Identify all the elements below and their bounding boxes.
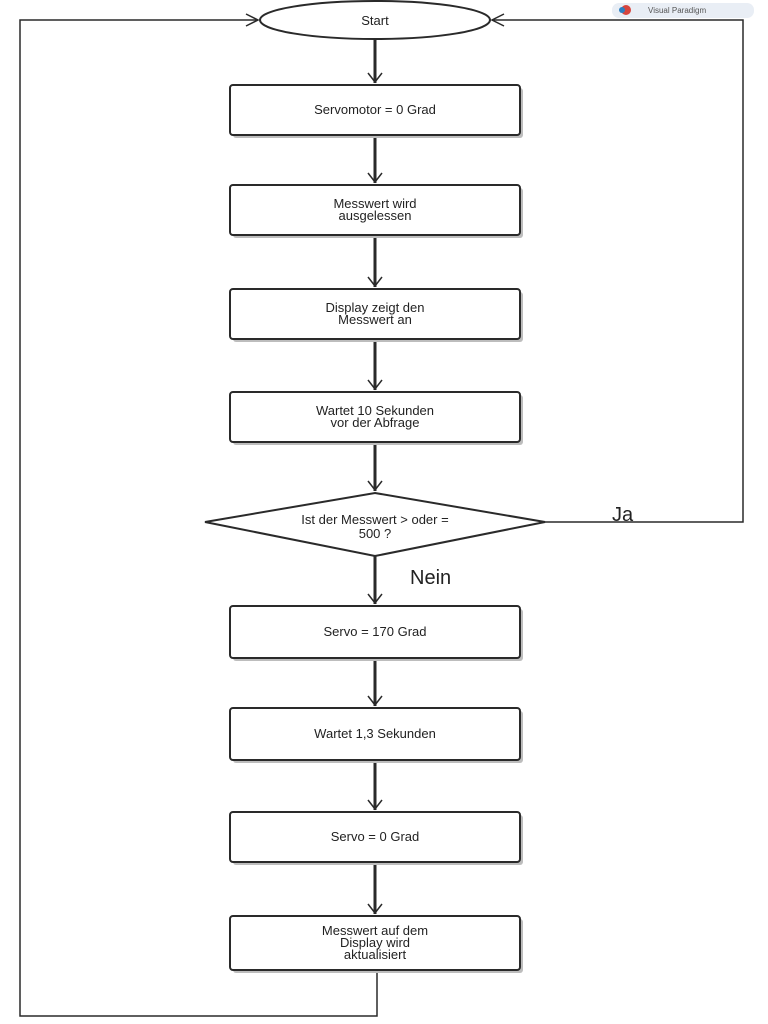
- connector-arrow-2: [367, 135, 383, 184]
- step-box-4-line-2: vor der Abfrage: [331, 415, 420, 430]
- step-box-1: Servomotor = 0 Grad: [229, 84, 523, 138]
- connector-arrow-7: [367, 658, 383, 707]
- watermark-text: Visual Paradigm: [648, 6, 706, 15]
- after-box-4-line-2: Display wird: [340, 935, 410, 950]
- after-box-1-line-1: Servo = 170 Grad: [324, 624, 427, 639]
- after-box-3: Servo = 0 Grad: [229, 811, 523, 865]
- yes-label: Ja: [612, 504, 634, 526]
- connector-arrow-4: [367, 339, 383, 391]
- step-box-2-line-1: Messwert wird: [333, 196, 416, 211]
- decision-line-1: Ist der Messwert > oder =: [301, 512, 448, 527]
- decision-diamond: Ist der Messwert > oder = 500 ?: [204, 491, 546, 558]
- step-box-1-line-1: Servomotor = 0 Grad: [314, 102, 436, 117]
- after-box-1: Servo = 170 Grad: [229, 605, 523, 661]
- yes-branch-arrowhead: [490, 13, 505, 27]
- visual-paradigm-logo-icon: Visual Paradigm: [612, 3, 754, 18]
- decision-line-2: 500 ?: [359, 526, 392, 541]
- connector-arrow-9: [367, 862, 383, 915]
- step-box-2-line-2: ausgelessen: [339, 208, 412, 223]
- after-box-3-line-1: Servo = 0 Grad: [331, 829, 420, 844]
- loop-back-left-arrowhead: [245, 13, 260, 27]
- yes-branch-edge: [492, 19, 744, 523]
- step-box-3-line-1: Display zeigt den: [326, 300, 425, 315]
- after-box-4-line-3: aktualisiert: [344, 947, 407, 962]
- after-box-4-line-1: Messwert auf dem: [322, 923, 428, 938]
- connector-arrow-3: [367, 235, 383, 288]
- connector-arrow-5: [367, 442, 383, 492]
- step-box-3-line-2: Messwert an: [338, 312, 412, 327]
- connector-arrow-8: [367, 760, 383, 811]
- connector-arrow-6: [367, 556, 383, 605]
- start-label: Start: [361, 13, 389, 28]
- no-label: Nein: [410, 567, 451, 589]
- connector-arrow-1: [367, 39, 383, 84]
- after-box-2-line-1: Wartet 1,3 Sekunden: [314, 726, 436, 741]
- start-terminal: Start: [259, 0, 491, 40]
- after-box-2: Wartet 1,3 Sekunden: [229, 707, 523, 763]
- step-box-4-line-1: Wartet 10 Sekunden: [316, 403, 434, 418]
- loop-back-left-edge: [19, 19, 378, 1017]
